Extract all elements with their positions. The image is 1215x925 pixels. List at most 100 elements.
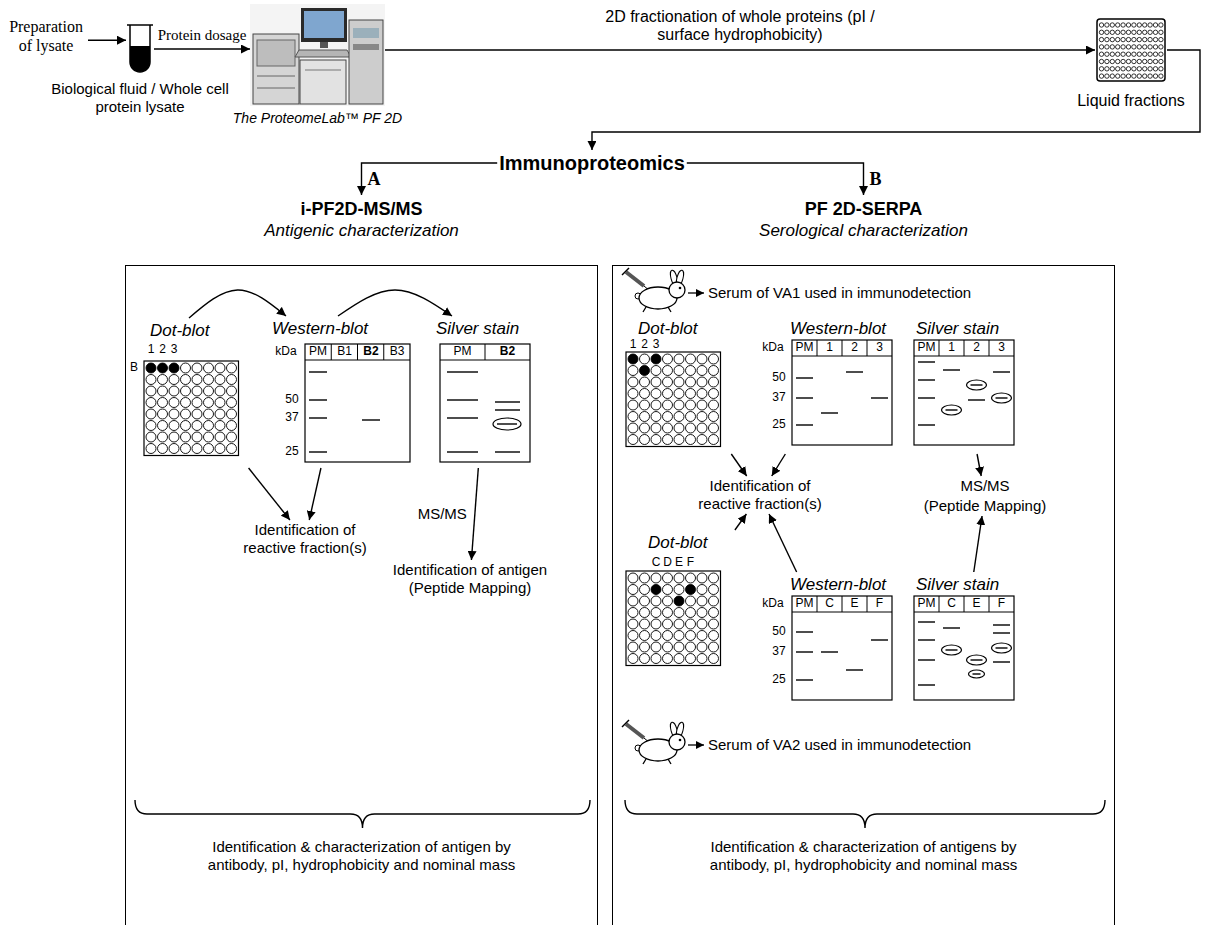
lane-label: C [947,597,956,611]
blot-dot [215,409,225,419]
lane-label: E [972,597,980,611]
blot-dot [709,389,719,399]
blot-dot [640,389,650,399]
edge-label: MS/MS [418,505,467,522]
well-plate [1097,19,1165,81]
node-text: Liquid fractions [1077,91,1185,110]
blot-dot [640,596,650,606]
gel-band [996,647,1008,648]
lane-label: 2 [159,343,166,357]
lane-label: D [663,556,672,570]
blot-dot [215,363,225,373]
blot-dot [640,412,650,422]
blot-dot [709,619,719,629]
blot-dot [674,389,684,399]
well [1148,59,1152,63]
lane-label: 25 [772,418,785,432]
western-blot-figure: Western-blot [262,316,414,468]
stained-spot [992,643,1012,653]
syringe [626,272,644,286]
well [1143,67,1147,71]
result-text: MS/MS(Peptide Mapping) [917,476,1053,516]
rabbit-head [669,734,685,750]
well [1153,23,1157,27]
blot-dot [640,573,650,583]
gel-header-line [989,340,990,356]
blot-dot [663,596,673,606]
node-text: Dot-blot [128,318,250,341]
connector [385,49,1095,50]
well [1110,74,1114,78]
gel-band [973,673,981,674]
gel-header-line [842,340,843,356]
blot-dot [709,596,719,606]
stained-spot [992,393,1012,403]
syringe-plunger [622,720,629,727]
blot-dot [227,409,237,419]
lane-label: kDa [762,341,783,355]
gel-band [495,401,520,402]
gel-band [918,361,935,362]
well [1153,52,1157,56]
blot-dot [651,412,661,422]
node-text: Identification & characterization of ant… [694,838,1034,874]
gel-band [796,397,813,398]
connector [471,468,478,560]
instrument-module [253,34,299,104]
well [1153,30,1157,34]
blot-dot [709,366,719,376]
blot-dot [674,654,684,664]
connector [977,454,981,476]
blot-dot [628,585,638,595]
well [1105,59,1109,63]
blot-dot [674,400,684,410]
blot-dot [709,412,719,422]
well [1116,23,1120,27]
blot-dot [158,421,168,431]
lane-label: PM [796,341,814,355]
dot-blot-figure: Dot-blot [128,318,250,468]
well [1159,59,1163,63]
instrument-module [349,20,383,104]
blot-dot [640,423,650,433]
gel-frame [440,344,530,462]
well [1105,23,1109,27]
gel-header-line [817,596,818,612]
instrument-photo: The ProteomeLab™ PF 2D [250,4,385,106]
lane-label: 2 [973,341,980,355]
blot-dot [663,631,673,641]
serum-note: Serum of VA1 used in immunodetection [708,284,971,301]
blot-dot [686,389,696,399]
node-text: Biological fluid / Whole cell protein ly… [48,80,233,116]
blot-dot [628,619,638,629]
well [1148,37,1152,41]
well [1132,45,1136,49]
section-heading: Immunoproteomics [497,150,687,176]
node-text: Identification & characterization of ant… [192,838,532,874]
gel-band [918,684,935,685]
blot-dot [215,386,225,396]
node-text: Western-blot [758,316,898,339]
gel-frame [792,596,892,700]
blot-dot [697,585,707,595]
lane-label: 1 [630,338,637,352]
blot-dot [709,354,719,364]
lane-label: 50 [285,393,298,407]
well [1137,59,1141,63]
well [1099,74,1103,78]
blot-dot [146,375,156,385]
gel-band [946,649,958,650]
stained-spot [942,645,962,655]
blot-dot [215,398,225,408]
blot-dot [628,389,638,399]
blot-dot [651,435,661,445]
blot-dot [686,400,696,410]
gel-band [447,451,478,452]
gel-band [796,651,813,652]
gel-band [796,679,813,680]
connector [362,163,498,195]
blot-dot [227,375,237,385]
well [1132,30,1136,34]
blot-dot [709,573,719,583]
node-text: Identification of reactive fraction(s) [690,476,830,514]
